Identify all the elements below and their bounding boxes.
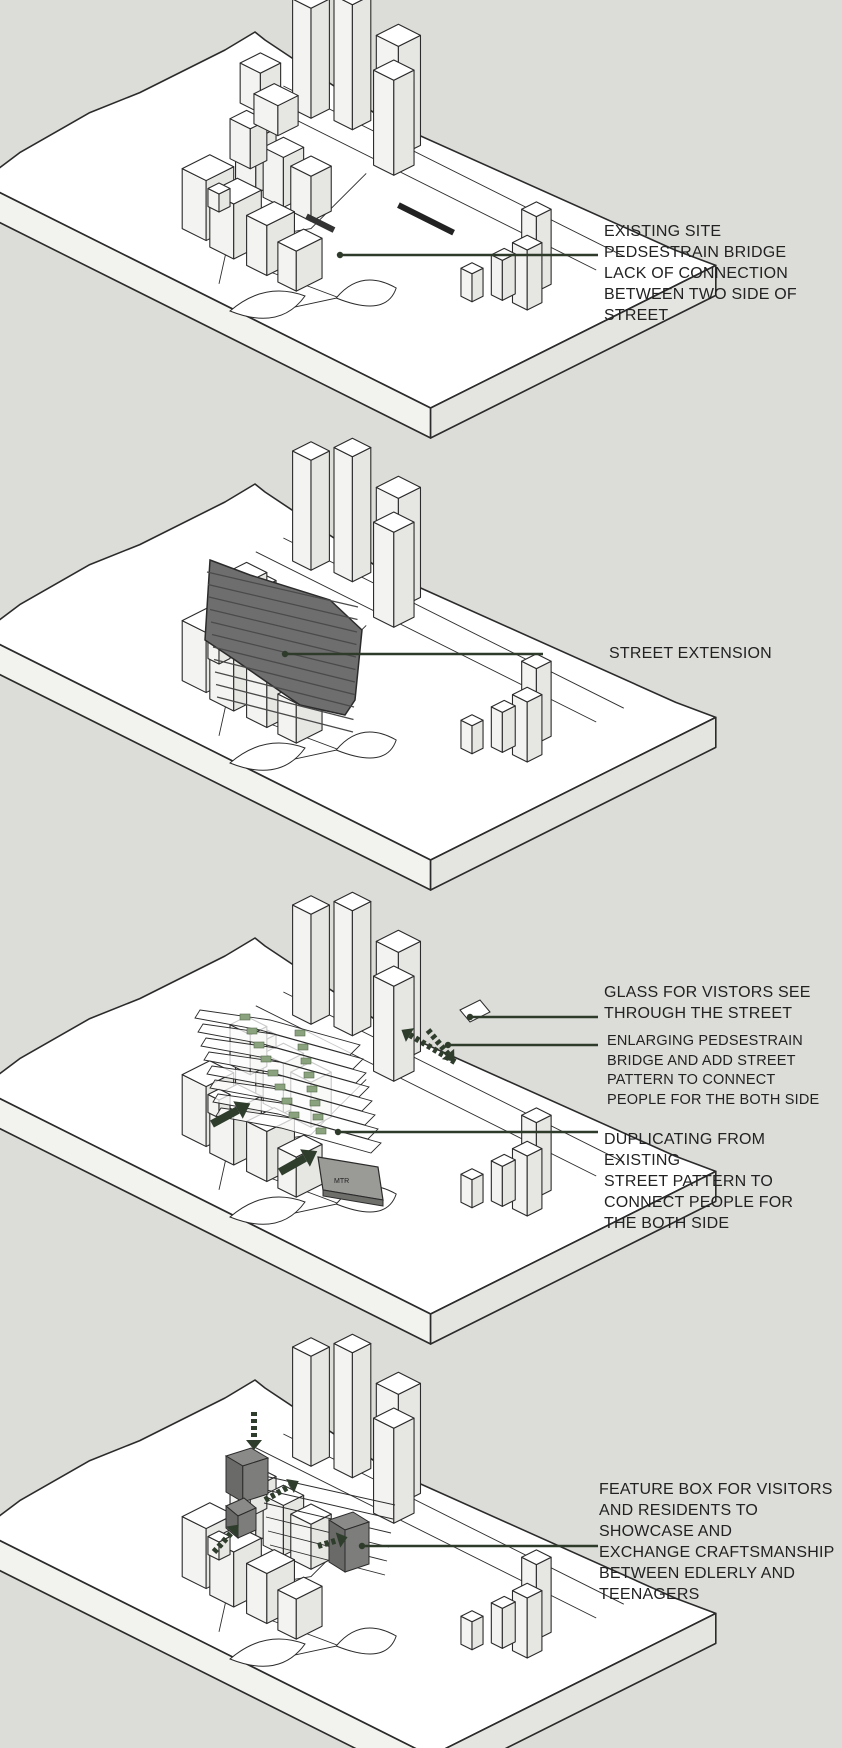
- label-line: EXCHANGE CRAFTSMANSHIP: [599, 1542, 835, 1563]
- label-line: EXISTING: [604, 1150, 793, 1171]
- label-line: THE BOTH SIDE: [604, 1213, 793, 1234]
- panel-street-pattern: MTR: [0, 892, 716, 1344]
- green-accent: [289, 1112, 299, 1118]
- building-face: [502, 706, 515, 752]
- building-face: [491, 707, 502, 753]
- green-accent: [301, 1058, 311, 1064]
- glass-element: [460, 1000, 490, 1022]
- building-face: [502, 254, 515, 300]
- panel-street-extension: [0, 438, 716, 890]
- building-face: [182, 621, 206, 693]
- green-accent: [261, 1056, 271, 1062]
- label-line: ENLARGING PEDSESTRAIN: [607, 1032, 819, 1052]
- building-face: [352, 902, 370, 1036]
- building-face: [394, 522, 414, 627]
- label-line: PEOPLE FOR THE BOTH SIDE: [607, 1091, 819, 1111]
- building-face: [491, 1603, 502, 1649]
- building-face: [394, 70, 414, 175]
- label-glass: GLASS FOR VISTORS SEE THROUGH THE STREET: [604, 982, 811, 1024]
- label-line: STREET EXTENSION: [609, 643, 772, 664]
- green-accent: [304, 1072, 314, 1078]
- label-line: PEDSESTRAIN BRIDGE: [604, 242, 797, 263]
- building-face: [334, 448, 352, 582]
- building-face: [311, 0, 329, 118]
- label-line: DUPLICATING FROM: [604, 1129, 793, 1150]
- building-face: [374, 70, 394, 175]
- green-accent: [307, 1086, 317, 1092]
- leader-dot: [335, 1129, 341, 1135]
- building-face: [311, 1347, 329, 1466]
- feature-box: [226, 1498, 256, 1538]
- label-enlarging-bridge: ENLARGING PEDSESTRAIN BRIDGE AND ADD STR…: [607, 1032, 819, 1110]
- label-line: BETWEEN EDLERLY AND: [599, 1563, 835, 1584]
- building-face: [374, 1418, 394, 1523]
- leader-dot: [445, 1042, 451, 1048]
- building-face: [352, 448, 370, 582]
- panel-existing-site: [0, 0, 716, 438]
- green-accent: [295, 1030, 305, 1036]
- label-line: TEENAGERS: [599, 1584, 835, 1605]
- label-line: STREET: [604, 305, 797, 326]
- green-accent: [268, 1070, 278, 1076]
- building-face: [527, 243, 542, 310]
- feature-box-side: [243, 1458, 268, 1502]
- label-line: CONNECT PEOPLE FOR: [604, 1192, 793, 1213]
- green-accent: [298, 1044, 308, 1050]
- building-face: [502, 1602, 515, 1648]
- building-face: [352, 1344, 370, 1478]
- building-face: [334, 902, 352, 1036]
- building-face: [182, 1075, 206, 1147]
- building-face: [182, 169, 206, 241]
- building-face: [311, 451, 329, 570]
- building-face: [527, 695, 542, 762]
- building-face: [334, 1344, 352, 1478]
- label-line: THROUGH THE STREET: [604, 1003, 811, 1024]
- green-accent: [310, 1100, 320, 1106]
- green-accent: [240, 1014, 250, 1020]
- label-line: BETWEEN TWO SIDE OF: [604, 284, 797, 305]
- label-line: SHOWCASE AND: [599, 1521, 835, 1542]
- green-accent: [247, 1028, 257, 1034]
- building-face: [334, 0, 352, 130]
- building-face: [491, 1161, 502, 1207]
- building-face: [527, 1149, 542, 1216]
- building-face: [374, 976, 394, 1081]
- label-existing-site: EXISTING SITE PEDSESTRAIN BRIDGE LACK OF…: [604, 221, 797, 326]
- leader-dot: [337, 252, 343, 258]
- green-accent: [275, 1084, 285, 1090]
- label-street-extension: STREET EXTENSION: [609, 643, 772, 664]
- leader-dot: [282, 651, 288, 657]
- green-accent: [282, 1098, 292, 1104]
- building-face: [491, 255, 502, 301]
- label-line: STREET PATTERN TO: [604, 1171, 793, 1192]
- green-accent: [316, 1128, 326, 1134]
- green-accent: [254, 1042, 264, 1048]
- building-face: [293, 1347, 311, 1466]
- building-face: [502, 1160, 515, 1206]
- green-accent: [313, 1114, 323, 1120]
- building-face: [182, 1517, 206, 1589]
- building-face: [293, 451, 311, 570]
- leader-dot: [359, 1543, 365, 1549]
- label-line: AND RESIDENTS TO: [599, 1500, 835, 1521]
- label-line: GLASS FOR VISTORS SEE: [604, 982, 811, 1003]
- label-line: LACK OF CONNECTION: [604, 263, 797, 284]
- building-face: [527, 1591, 542, 1658]
- building-face: [311, 905, 329, 1024]
- label-line: PATTERN TO CONNECT: [607, 1071, 819, 1091]
- label-line: FEATURE BOX FOR VISITORS: [599, 1479, 835, 1500]
- feature-box: [226, 1448, 268, 1502]
- building-face: [394, 1418, 414, 1523]
- building-face: [374, 522, 394, 627]
- mtr-label: MTR: [334, 1178, 349, 1185]
- label-feature-box: FEATURE BOX FOR VISITORS AND RESIDENTS T…: [599, 1479, 835, 1605]
- building-face: [352, 0, 370, 130]
- label-line: EXISTING SITE: [604, 221, 797, 242]
- label-line: BRIDGE AND ADD STREET: [607, 1052, 819, 1072]
- building-face: [293, 905, 311, 1024]
- label-duplicating: DUPLICATING FROM EXISTING STREET PATTERN…: [604, 1129, 793, 1234]
- leader-dot: [467, 1014, 473, 1020]
